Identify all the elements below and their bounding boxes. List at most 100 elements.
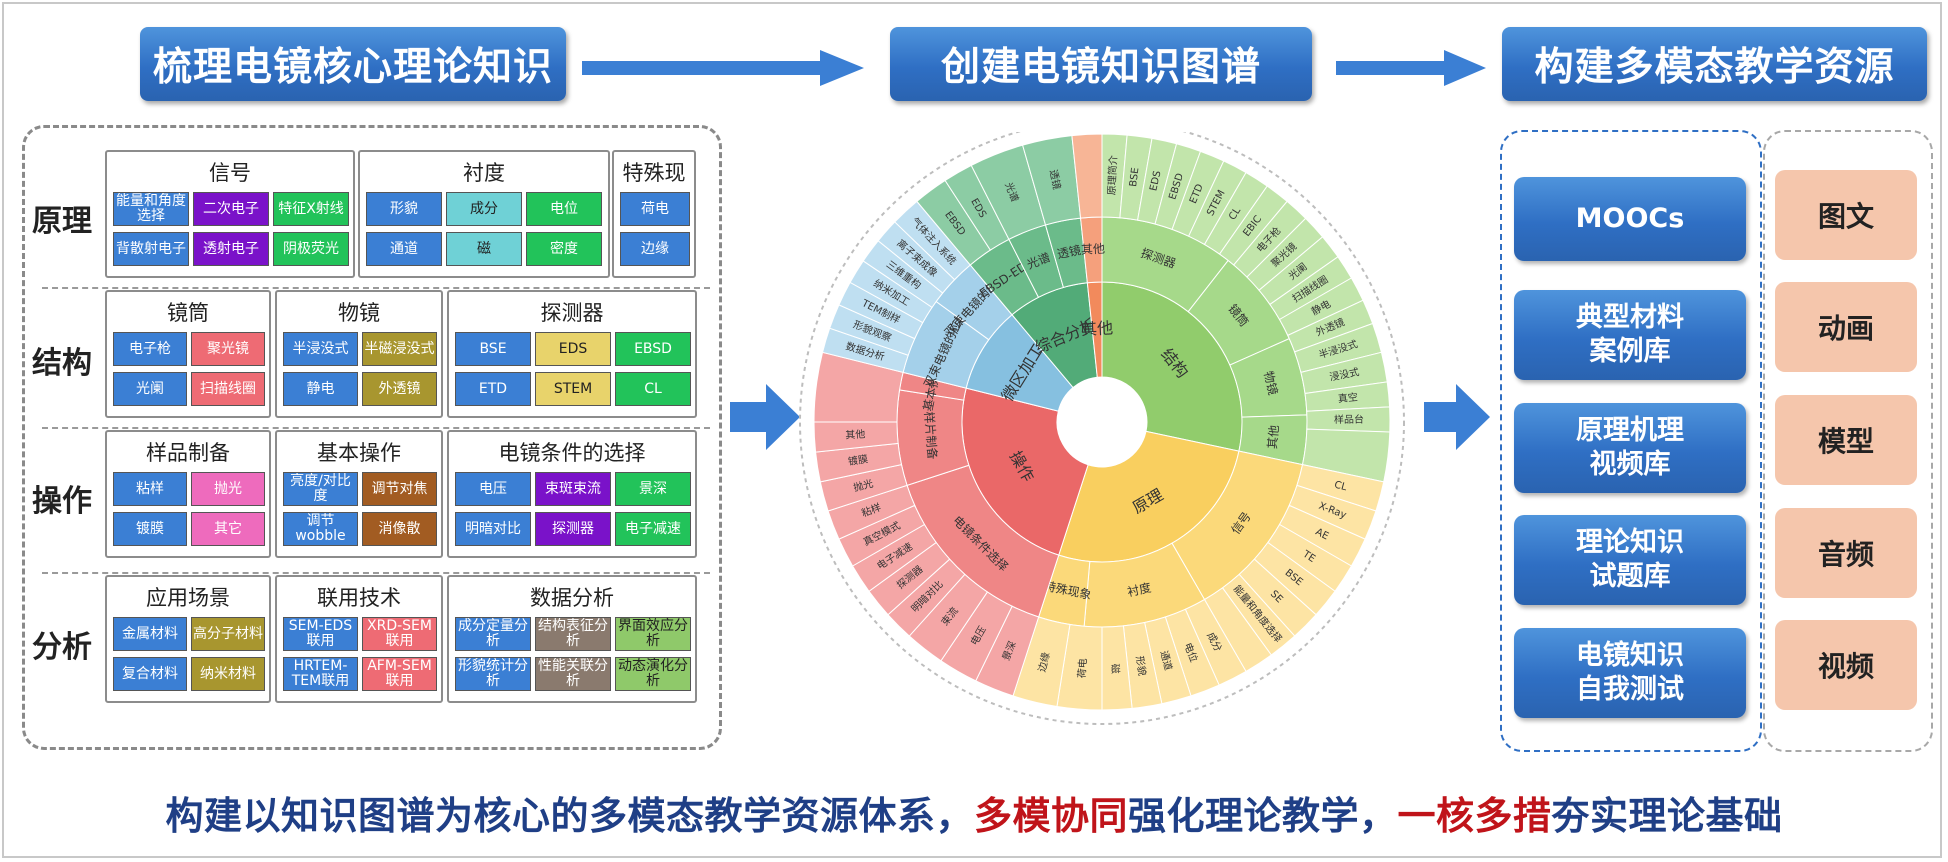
- sunburst-label: EDS: [1148, 170, 1163, 192]
- knowledge-cell: 电压: [455, 472, 531, 506]
- knowledge-cell: 电子枪: [113, 332, 187, 366]
- sunburst-label: 其他: [1265, 424, 1281, 449]
- arrow-right-icon: [582, 50, 864, 86]
- group-title: 信号: [209, 161, 251, 185]
- knowledge-cell: 形貌统计分析: [455, 657, 531, 691]
- resource-library-button[interactable]: 原理机理 视频库: [1514, 403, 1746, 493]
- sunburst-label: 其他: [845, 427, 866, 441]
- knowledge-cell: 探测器: [535, 512, 611, 546]
- knowledge-cell: 结构表征分析: [535, 617, 611, 651]
- knowledge-cell: 景深: [615, 472, 691, 506]
- sunburst-label: 真空: [1337, 390, 1358, 405]
- sunburst-label: 样片制备: [922, 411, 941, 460]
- knowledge-group: 衬度形貌成分电位通道磁密度: [358, 150, 610, 278]
- knowledge-cell: STEM: [535, 372, 611, 406]
- caption-part-1: 构建以知识图谱为核心的多模态教学资源体系，: [165, 794, 974, 838]
- knowledge-cell: 荷电: [620, 192, 690, 226]
- knowledge-cell: 扫描线圈: [191, 372, 265, 406]
- knowledge-cell: 外透镜: [362, 372, 437, 406]
- knowledge-cell: 二次电子: [193, 192, 269, 226]
- knowledge-cell: 通道: [366, 232, 442, 266]
- sunburst-outer-segment: [1071, 133, 1103, 219]
- media-type-button[interactable]: 动画: [1775, 282, 1917, 372]
- knowledge-cell: 半磁浸没式: [362, 332, 437, 366]
- sunburst-label: CL: [1333, 479, 1348, 493]
- knowledge-cell: 电位: [526, 192, 602, 226]
- arrow-right-icon: [730, 384, 800, 450]
- resource-library-button[interactable]: MOOCs: [1514, 177, 1746, 261]
- media-type-button[interactable]: 模型: [1775, 395, 1917, 485]
- knowledge-group: 数据分析成分定量分析结构表征分析界面效应分析形貌统计分析性能关联分析动态演化分析: [447, 575, 697, 703]
- sunburst-label: 样品台: [1334, 413, 1364, 426]
- knowledge-cell: 高分子材料: [191, 617, 265, 651]
- knowledge-group: 信号能量和角度选择二次电子特征X射线背散射电子透射电子阴极荧光: [105, 150, 355, 278]
- row-label-2: 操作: [32, 484, 92, 519]
- banner-build-resources: 构建多模态教学资源: [1502, 27, 1927, 101]
- caption-emphasis-2: 一核多措: [1397, 794, 1552, 838]
- knowledge-cell: 电子减速: [615, 512, 691, 546]
- knowledge-cell: 明暗对比: [455, 512, 531, 546]
- sunburst-label: 荷电: [1075, 658, 1090, 679]
- resource-library-button[interactable]: 典型材料 案例库: [1514, 290, 1746, 380]
- group-title: 数据分析: [530, 586, 614, 610]
- knowledge-graph-sunburst: 结构原理操作微区加工综合分析其他探测器镜筒物镜其他信号衬度特殊现象电镜条件选择样…: [799, 132, 1405, 725]
- resource-library-button[interactable]: 理论知识 试题库: [1514, 515, 1746, 605]
- knowledge-cell: 性能关联分析: [535, 657, 611, 691]
- knowledge-cell: 边缘: [620, 232, 690, 266]
- sunburst-label: BSE: [1128, 167, 1141, 188]
- group-title: 衬度: [463, 161, 505, 185]
- group-title: 物镜: [338, 301, 380, 325]
- media-type-button[interactable]: 图文: [1775, 170, 1917, 260]
- caption-part-3: 夯实理论基础: [1551, 794, 1783, 838]
- knowledge-cell: 调节对焦: [362, 472, 437, 506]
- knowledge-group: 特殊现象荷电边缘: [612, 150, 696, 278]
- theory-panel: [22, 125, 722, 750]
- knowledge-cell: 磁: [446, 232, 522, 266]
- knowledge-cell: XRD-SEM联用: [362, 617, 437, 651]
- row-label-1: 结构: [32, 346, 92, 381]
- knowledge-group: 镜筒电子枪聚光镜光阑扫描线圈: [105, 290, 271, 418]
- row-divider: [42, 287, 710, 289]
- sunburst-label: 形貌: [1133, 655, 1149, 677]
- knowledge-cell: 亮度/对比度: [283, 472, 358, 506]
- caption-part-2: 强化理论教学，: [1127, 794, 1398, 838]
- sunburst-label: 其他: [1081, 318, 1114, 339]
- knowledge-cell: 形貌: [366, 192, 442, 226]
- row-divider: [42, 572, 710, 574]
- sunburst-center: [1057, 377, 1147, 467]
- knowledge-cell: 特征X射线: [273, 192, 349, 226]
- sunburst-label: 透镜: [1056, 242, 1082, 261]
- caption-emphasis-1: 多模协同: [973, 794, 1128, 838]
- knowledge-cell: 半浸没式: [283, 332, 358, 366]
- resource-library-button[interactable]: 电镜知识 自我测试: [1514, 628, 1746, 718]
- arrow-right-icon: [1336, 50, 1486, 86]
- knowledge-cell: 成分: [446, 192, 522, 226]
- arrow-right-icon: [1424, 384, 1490, 450]
- media-type-button[interactable]: 音频: [1775, 508, 1917, 598]
- knowledge-cell: 抛光: [191, 472, 265, 506]
- row-divider: [42, 427, 710, 429]
- knowledge-cell: EBSD: [615, 332, 691, 366]
- sunburst-label: 物镜: [1261, 370, 1281, 397]
- knowledge-cell: 光阑: [113, 372, 187, 406]
- sunburst-label: 原理简介: [1105, 155, 1120, 196]
- knowledge-cell: 动态演化分析: [615, 657, 691, 691]
- knowledge-cell: 镀膜: [113, 512, 187, 546]
- group-title: 镜筒: [167, 301, 209, 325]
- row-label-0: 原理: [32, 204, 92, 239]
- sunburst-label: AE: [1313, 527, 1330, 543]
- knowledge-group: 样品制备粘样抛光镀膜其它: [105, 430, 271, 558]
- knowledge-cell: ETD: [455, 372, 531, 406]
- knowledge-cell: 背散射电子: [113, 232, 189, 266]
- knowledge-cell: 纳米材料: [191, 657, 265, 691]
- knowledge-cell: SEM-EDS联用: [283, 617, 358, 651]
- media-type-button[interactable]: 视频: [1775, 620, 1917, 710]
- knowledge-cell: 能量和角度选择: [113, 192, 189, 226]
- knowledge-cell: AFM-SEM联用: [362, 657, 437, 691]
- knowledge-cell: 其它: [191, 512, 265, 546]
- sunburst-label: 衬度: [1126, 580, 1153, 600]
